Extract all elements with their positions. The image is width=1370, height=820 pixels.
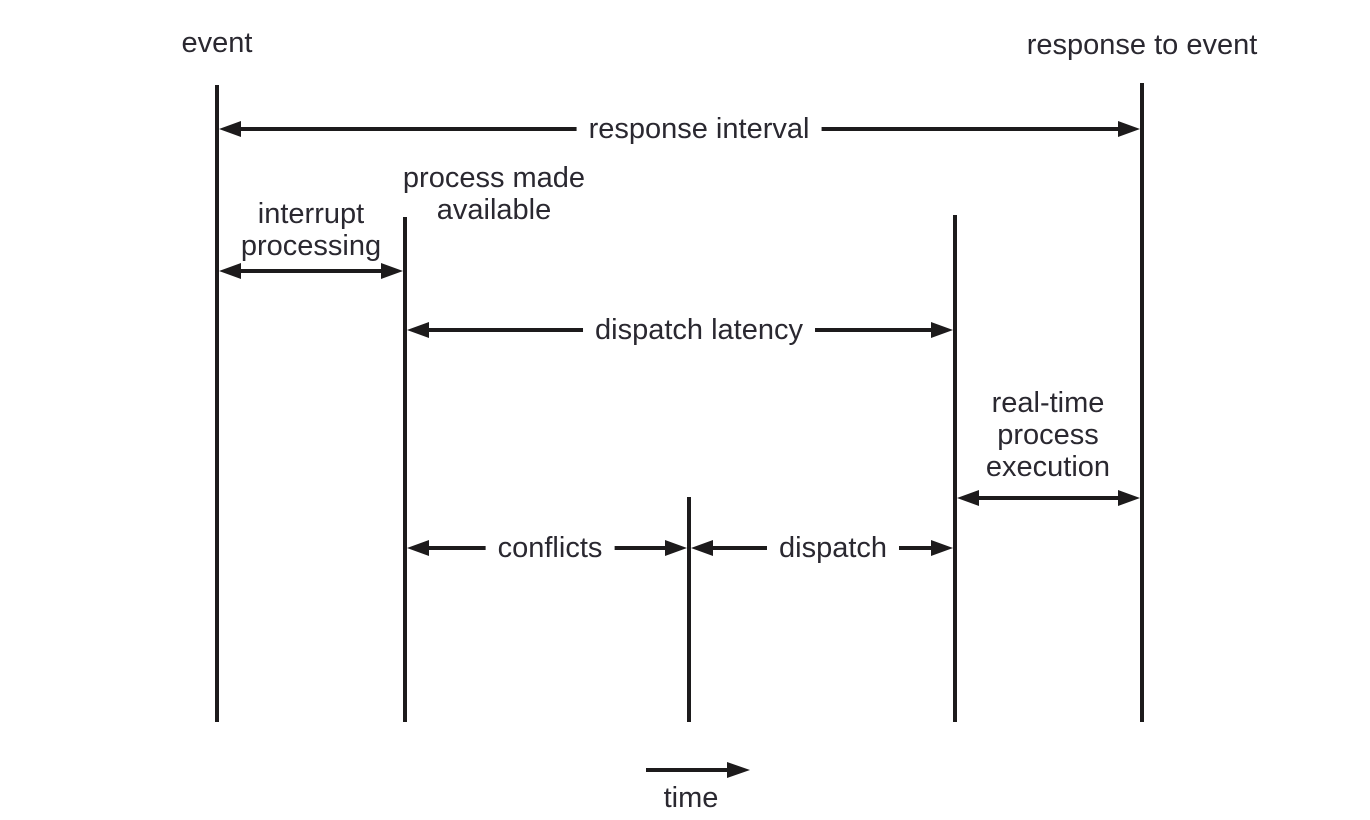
interrupt-processing-line2: processing [240,230,382,262]
time-label: time [663,782,719,814]
response-interval-label: response interval [576,113,822,145]
process-made-available-line1: process made [402,162,586,194]
process-made-available-label: process made available [403,162,585,226]
dispatch-label: dispatch [766,532,900,564]
conflicts-label: conflicts [485,532,615,564]
interrupt-processing-arrow [219,263,403,279]
interrupt-processing-label: interrupt processing [241,198,381,262]
real-time-line2: process [997,419,1099,451]
response-to-event-label: response to event [1026,29,1258,61]
dispatch-latency-label: dispatch latency [583,314,815,346]
event-label: event [181,27,253,59]
real-time-line3: execution [985,451,1111,483]
interrupt-processing-line1: interrupt [257,198,365,230]
real-time-execution-arrow [957,490,1140,506]
process-made-available-line2: available [436,194,552,226]
real-time-line1: real-time [991,387,1105,419]
time-axis-arrow [646,762,750,778]
real-time-process-execution-label: real-time process execution [986,387,1110,483]
